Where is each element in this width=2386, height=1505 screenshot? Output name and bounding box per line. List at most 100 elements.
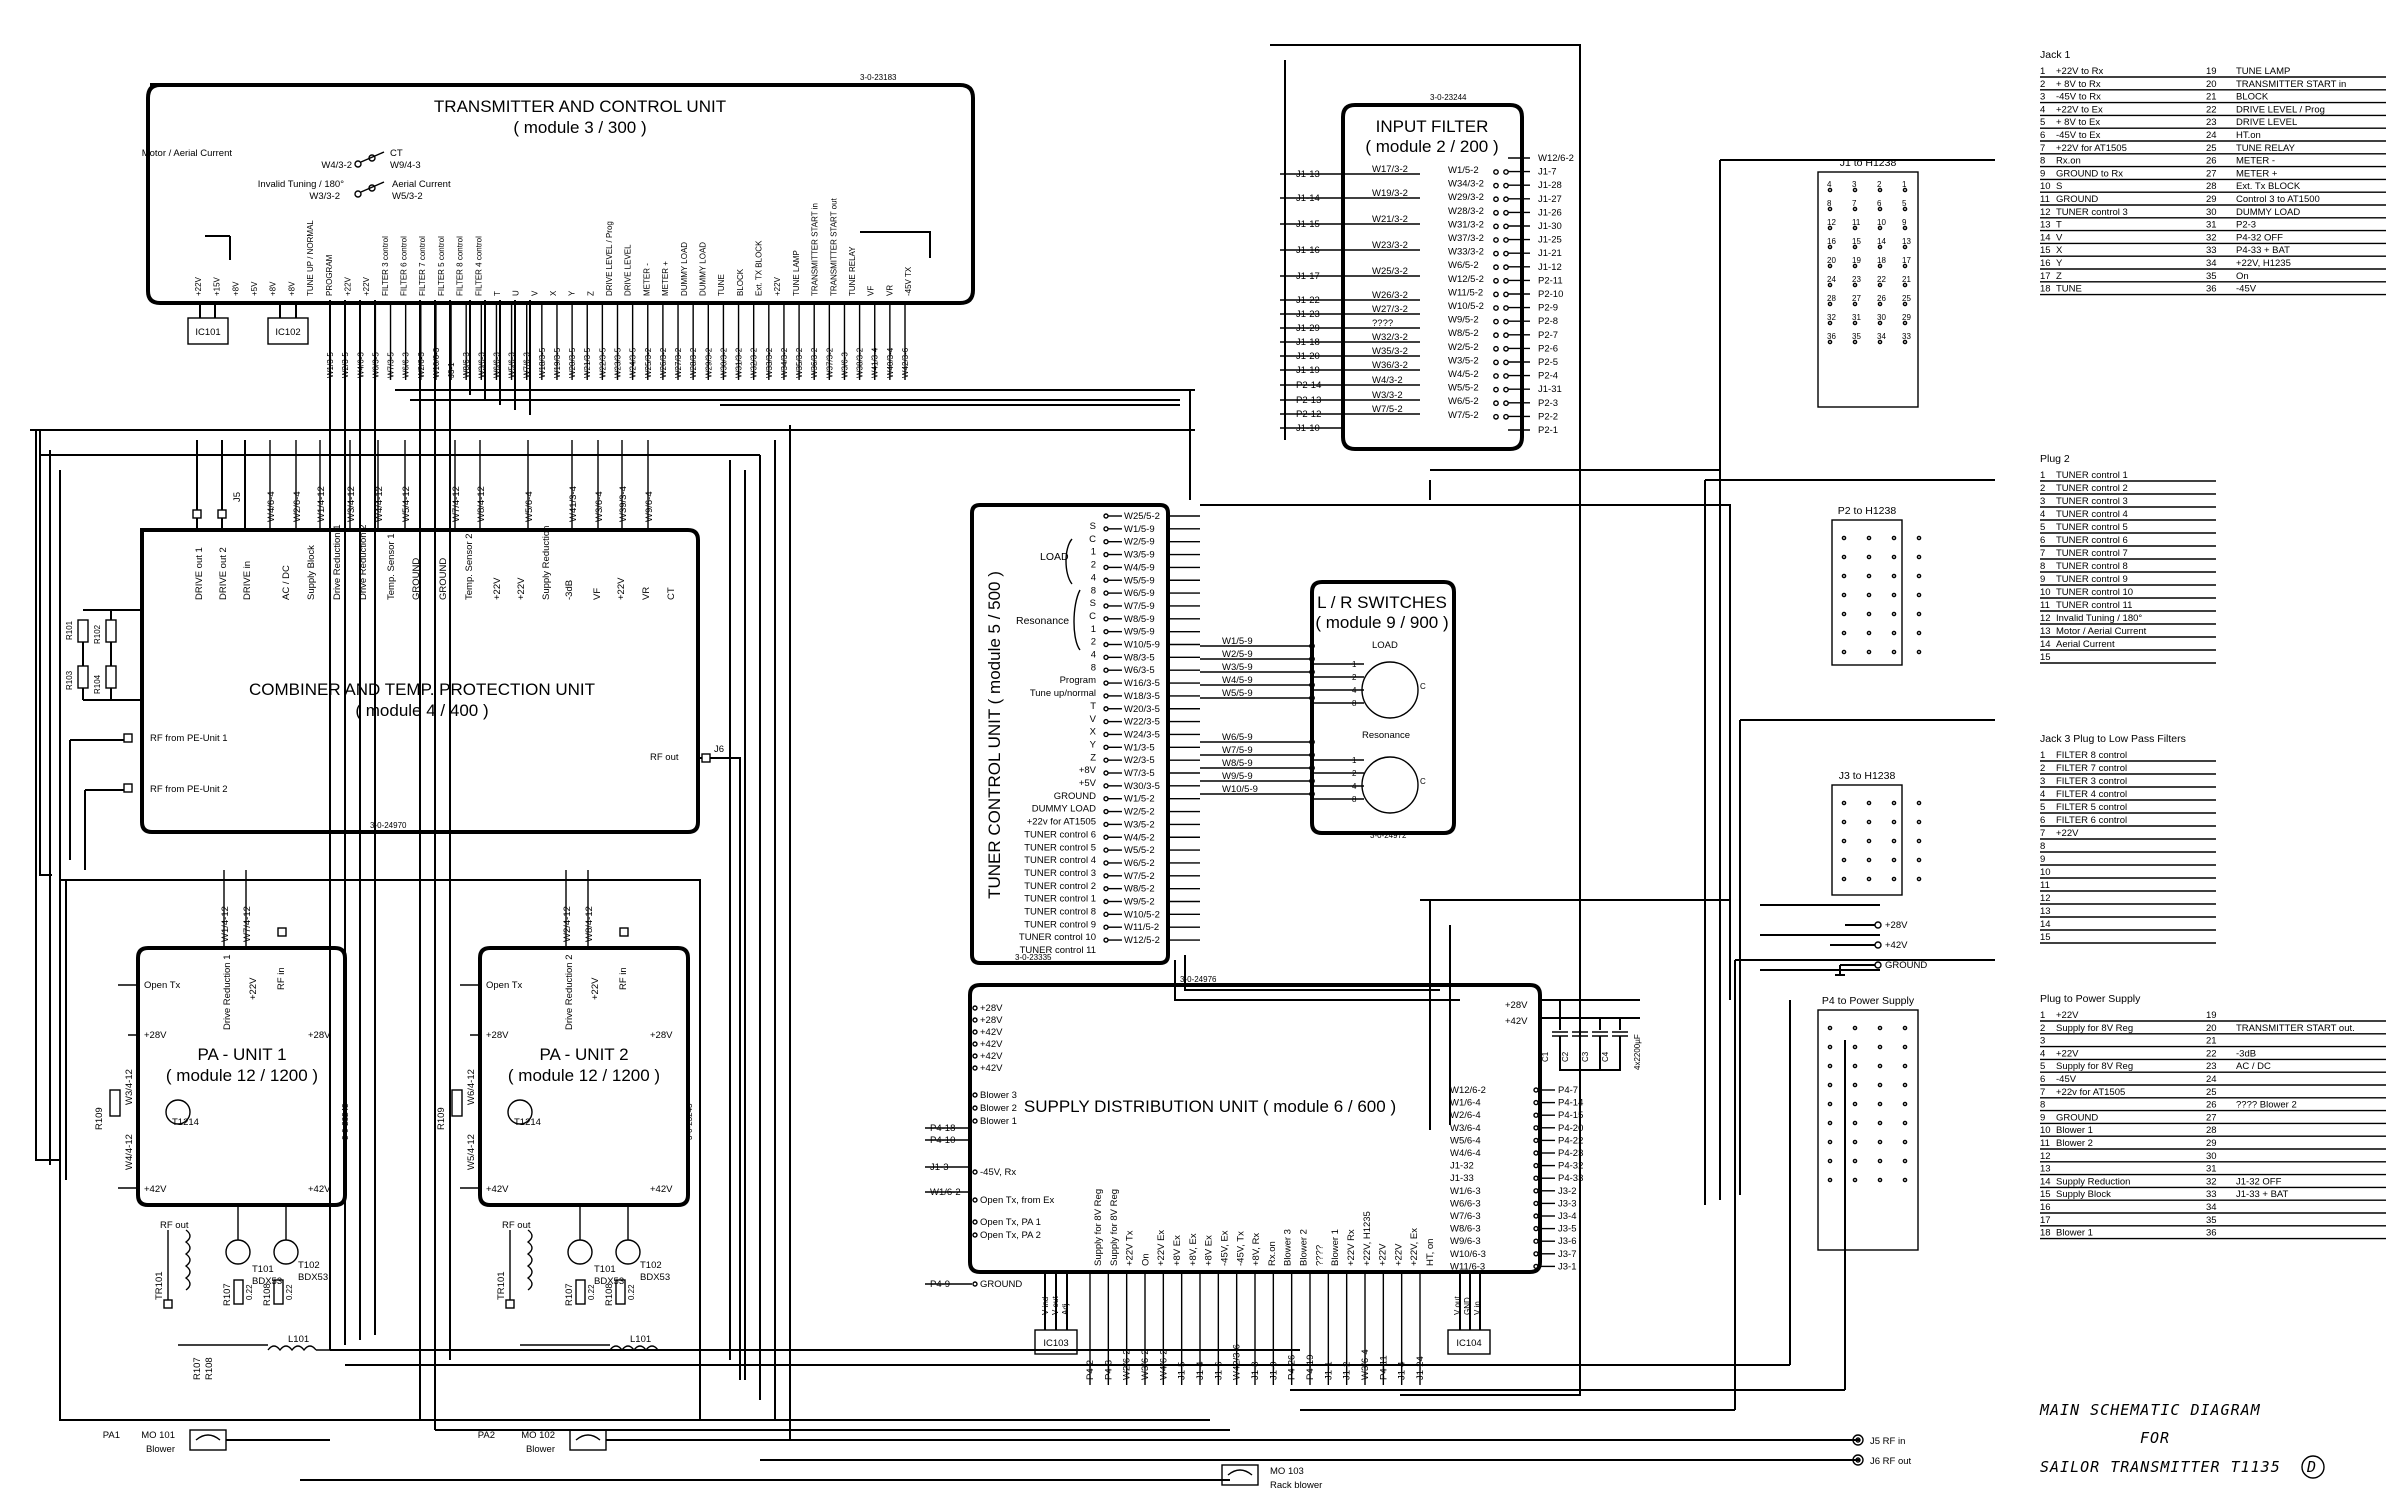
table-cell: + 8V to Rx [2056, 79, 2101, 90]
combiner-temp-protection-unit: 3-0-24970 COMBINER AND TEMP. PROTECTION … [65, 440, 741, 1380]
table-cell: 19 [2206, 66, 2217, 77]
input-tag: 3-0-23244 [1430, 93, 1467, 102]
lr-load-wire: W5/5-9 [1222, 688, 1253, 699]
tuner-wire: W2/3-5 [1124, 755, 1155, 766]
table-cell: GROUND [2056, 194, 2098, 205]
supply-right-wire: W12/6-2 [1450, 1085, 1486, 1096]
connector-pin: 17 [1902, 256, 1911, 265]
pa-left-pin: Open Tx [486, 980, 523, 991]
tuner-wire: W8/3-5 [1124, 652, 1155, 663]
tuner-wire: W30/3-5 [1124, 781, 1160, 792]
connector-pin: 29 [1902, 313, 1911, 322]
supply-right-jack: J3-2 [1558, 1186, 1576, 1197]
tuner-pin: 8 [1091, 662, 1096, 673]
table-cell: Invalid Tuning / 180° [2056, 613, 2142, 624]
tuner-wire: W1/5-2 [1124, 794, 1155, 805]
supply-bottom-pin: +8V, Ex [1188, 1233, 1199, 1266]
tcu-pin: DUMMY LOAD [698, 242, 707, 296]
input-filter: 3-0-23244 INPUT FILTER ( module 2 / 200 … [1280, 93, 1574, 451]
input-right-wire: W1/5-2 [1448, 165, 1479, 176]
table-cell: FILTER 3 control [2056, 776, 2127, 787]
supply-right-wire: J1-32 [1450, 1161, 1474, 1172]
blower-2-ref: PA2 [478, 1430, 495, 1441]
table-cell: On [2236, 271, 2249, 282]
input-mid-wire: W7/5-2 [1372, 404, 1403, 415]
table-cell: 16 [2040, 1202, 2051, 1213]
table-cell: 19 [2206, 1010, 2217, 1021]
input-right-wire: W28/3-2 [1448, 206, 1484, 217]
input-mid-wire: W25/3-2 [1372, 266, 1408, 277]
lr-res-wire: W8/5-9 [1222, 758, 1253, 769]
pa-r107: R107 [222, 1283, 233, 1306]
tcu-ctl-label: W9/4-3 [390, 160, 421, 171]
tuner-pin: DUMMY LOAD [1032, 804, 1096, 815]
supply-left-pin: +42V [980, 1063, 1003, 1074]
tuner-wire: W9/5-2 [1124, 897, 1155, 908]
input-right-wire: W6/5-2 [1448, 260, 1479, 271]
lr-load-wire: W3/5-9 [1222, 662, 1253, 673]
lr-wiring: W1/5-9W2/5-9W3/5-9W4/5-9W5/5-9W6/5-9W7/5… [1200, 636, 1426, 804]
supply-right-wire: W9/6-3 [1450, 1236, 1481, 1247]
tuner-wire: W10/5-9 [1124, 640, 1160, 651]
supply-left-pin: GROUND [980, 1279, 1022, 1290]
table-cell: 2 [2040, 763, 2045, 774]
input-right-wire: W37/3-2 [1448, 233, 1484, 244]
connector-pin: 9 [1902, 218, 1907, 227]
tuner-pin: 1 [1091, 547, 1096, 558]
table-title: Plug 2 [2040, 453, 2070, 465]
lr-pin-c: C [1420, 682, 1426, 691]
blower-2-name: Blower [526, 1444, 555, 1455]
connector-pin: 33 [1902, 332, 1911, 341]
tuner-pin: Program [1060, 675, 1097, 686]
tuner-pin: TUNER control 11 [1020, 945, 1096, 956]
pa-bdx53: BDX53 [594, 1276, 624, 1287]
supply-left-pin: Blower 3 [980, 1090, 1017, 1101]
table-cell: 18 [2040, 1228, 2051, 1239]
table-cell: TUNER control 2 [2056, 483, 2128, 494]
table-cell: 10 [2040, 181, 2051, 192]
tuner-pin: Tune up/normal [1030, 688, 1096, 699]
table-cell: 28 [2206, 1125, 2217, 1136]
tcu-pin: TRANSMITTER START out [829, 197, 838, 296]
comb-wire: W1/4-12 [316, 486, 327, 522]
pa-bdx53: BDX53 [298, 1272, 328, 1283]
table-cell: GROUND to Rx [2056, 168, 2123, 179]
table-cell: 3 [2040, 776, 2045, 787]
comb-pin: +22V [616, 577, 627, 600]
pa-top-wire: W2/4-12 [562, 906, 573, 942]
connector-pin: 34 [1877, 332, 1886, 341]
connector-pin: 7 [1852, 199, 1857, 208]
tuner-wire: W4/5-9 [1124, 562, 1155, 573]
tcu-pin: BLOCK [736, 268, 745, 296]
input-right-jack: P2-2 [1538, 411, 1558, 422]
table-cell: 9 [2040, 168, 2045, 179]
table-cell: 14 [2040, 1176, 2051, 1187]
table-cell: 28 [2206, 181, 2217, 192]
input-right-jack: J1-31 [1538, 384, 1562, 395]
tuner-pin: TUNER control 10 [1019, 932, 1096, 943]
connector-pin: 32 [1827, 313, 1836, 322]
jack-j5: J5 RF in [1870, 1436, 1905, 1447]
pa-unit-1: PA - UNIT 1 ( module 12 / 1200 ) 3-0-232… [136, 946, 350, 1207]
tcu-pin: V [530, 290, 539, 296]
input-mid-wire: ???? [1372, 318, 1393, 329]
table-cell: 1 [2040, 470, 2045, 481]
table-cell: METER + [2236, 168, 2278, 179]
connector-pin: 31 [1852, 313, 1861, 322]
table-cell: 7 [2040, 828, 2045, 839]
table-cell: 29 [2206, 1138, 2217, 1149]
table-cell: HT.on [2236, 130, 2261, 141]
supply-bottom-pin: HT, on [1425, 1239, 1436, 1266]
lr-subtitle: ( module 9 / 900 ) [1315, 613, 1448, 632]
revision-circle [2301, 1455, 2325, 1479]
tcu-pin: +15V [213, 276, 222, 296]
input-right-wire: W10/5-2 [1448, 301, 1484, 312]
tcu-pin: DUMMY LOAD [680, 242, 689, 296]
tuner-group-load: LOAD [1040, 551, 1069, 563]
lr-res-label: Resonance [1362, 730, 1410, 741]
table-cell: 7 [2040, 548, 2045, 559]
tcu-pin: +22V [343, 276, 352, 296]
pa2-subtitle: ( module 12 / 1200 ) [508, 1066, 660, 1085]
supply-bottom-pin: +22V Rx [1346, 1229, 1357, 1266]
